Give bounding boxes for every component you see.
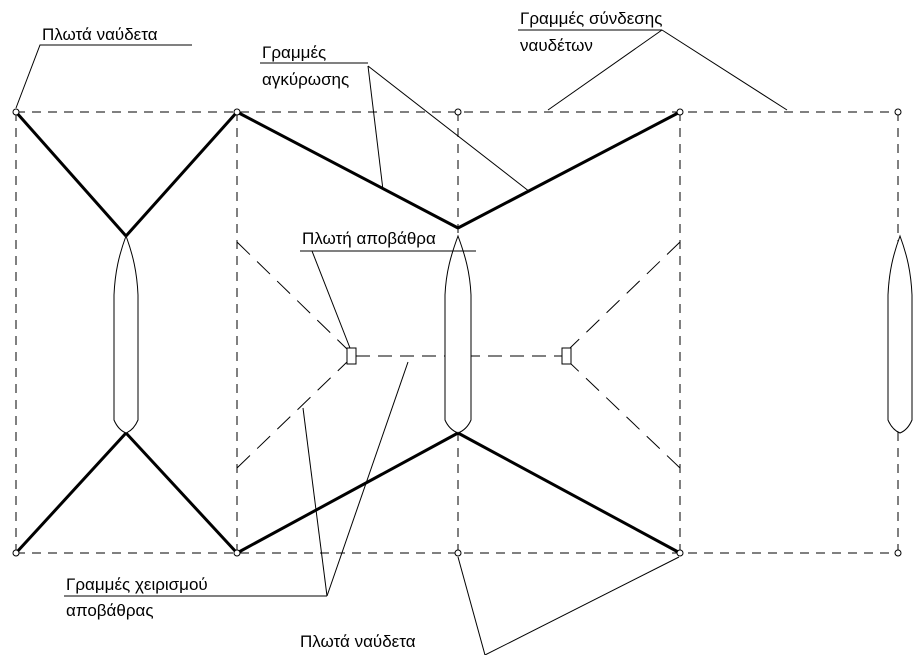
label-text-line-1: Γραμμές χειρισμού [66,575,208,594]
label-text-line-2: αγκύρωσης [262,70,349,89]
label-text: Πλωτά ναύδετα [300,632,416,651]
buoy [894,108,902,116]
label-pontoon-handling-lines: Γραμμές χειρισμού αποβάθρας [64,575,327,620]
pontoon-handling-lines [236,241,681,469]
floating-pontoons [346,347,572,365]
buoy [676,108,684,116]
buoy [233,108,241,116]
label-text-line-2: αποβάθρας [66,601,154,620]
label-text: Πλωτά ναύδετα [42,25,158,44]
buoy [894,549,902,557]
pontoon-right [561,347,572,365]
vessel-right [887,234,913,434]
floating-buoys [12,108,902,557]
buoy [12,549,20,557]
buoy [676,549,684,557]
label-text-line-2: ναυδέτων [520,36,593,55]
buoy [454,108,462,116]
label-mooring-lines: Γραμμές αγκύρωσης [260,43,368,89]
label-floating-pontoon: Πλωτή αποβάθρα [300,229,476,252]
label-connection-lines: Γραμμές σύνδεσης ναυδέτων [518,9,662,55]
buoy [12,108,20,116]
label-floating-buoys-bottom: Πλωτά ναύδετα [300,632,416,651]
buoy [454,549,462,557]
label-text-line-1: Γραμμές [262,43,326,62]
label-text: Πλωτή αποβάθρα [302,229,436,248]
label-text-line-1: Γραμμές σύνδεσης [520,9,662,28]
buoy [233,549,241,557]
label-floating-buoys-top: Πλωτά ναύδετα [40,25,192,46]
mooring-lines [14,110,681,555]
pontoon-left [346,347,357,365]
vessel-center [444,234,472,434]
vessel-left [113,234,139,434]
